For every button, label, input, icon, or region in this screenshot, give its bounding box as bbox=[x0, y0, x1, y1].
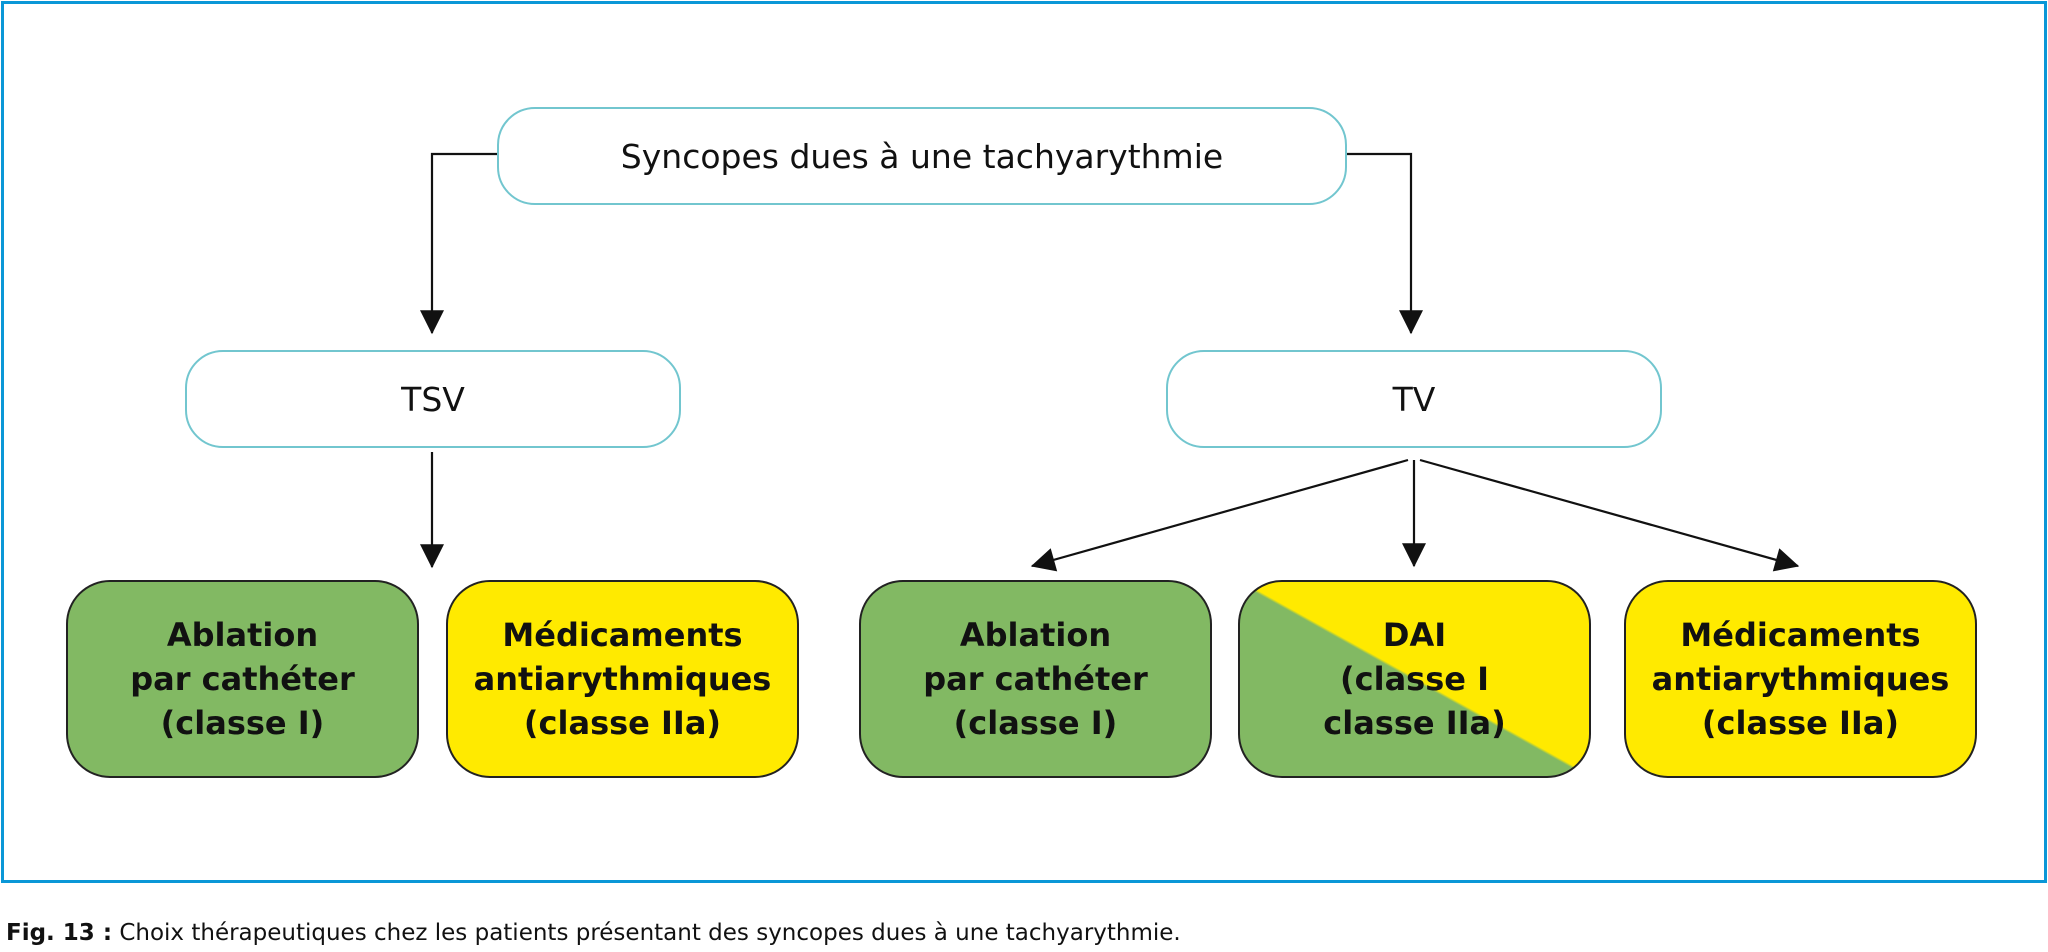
figure-caption-text: Choix thérapeutiques chez les patients p… bbox=[119, 920, 1181, 946]
leaf-tv-medicaments-label: Médicaments antiarythmiques (classe IIa) bbox=[1651, 616, 1950, 742]
root-node-label: Syncopes dues à une tachyarythmie bbox=[620, 136, 1224, 176]
leaf-tv-ablation-label: Ablation par cathéter (classe I) bbox=[923, 616, 1148, 742]
leaf-tsv-ablation: Ablation par cathéter (classe I) bbox=[66, 580, 419, 778]
leaf-tsv-ablation-label: Ablation par cathéter (classe I) bbox=[130, 616, 355, 742]
branch-node-tsv-label: TSV bbox=[401, 379, 465, 419]
leaf-tv-dai-label: DAI (classe I classe IIa) bbox=[1323, 616, 1506, 742]
leaf-tv-ablation: Ablation par cathéter (classe I) bbox=[859, 580, 1212, 778]
branch-node-tsv: TSV bbox=[185, 350, 681, 448]
root-node: Syncopes dues à une tachyarythmie bbox=[497, 107, 1347, 205]
branch-node-tv: TV bbox=[1166, 350, 1662, 448]
figure-caption: Fig. 13 : Choix thérapeutiques chez les … bbox=[6, 920, 1181, 946]
leaf-tsv-medicaments: Médicaments antiarythmiques (classe IIa) bbox=[446, 580, 799, 778]
leaf-tsv-medicaments-label: Médicaments antiarythmiques (classe IIa) bbox=[473, 616, 772, 742]
leaf-tv-medicaments: Médicaments antiarythmiques (classe IIa) bbox=[1624, 580, 1977, 778]
leaf-tv-dai: DAI (classe I classe IIa) bbox=[1238, 580, 1591, 778]
branch-node-tv-label: TV bbox=[1392, 379, 1436, 419]
figure-caption-label: Fig. 13 : bbox=[6, 920, 113, 946]
